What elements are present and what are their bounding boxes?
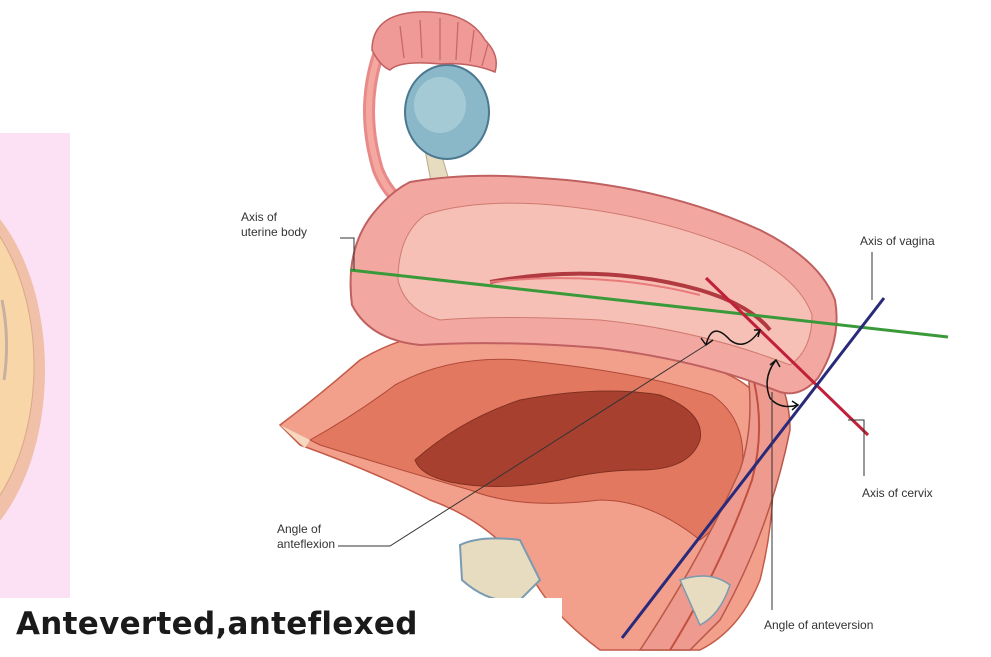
label-axis-uterine-body: Axis of uterine body [241,210,307,240]
caption: Anteverted,anteflexed [16,606,418,642]
label-axis-vagina: Axis of vagina [860,234,935,249]
label-angle-anteflexion: Angle of anteflexion [277,522,335,552]
label-axis-cervix: Axis of cervix [862,486,933,501]
label-angle-anteversion: Angle of anteversion [764,618,873,633]
label-axis-uterine-body-line1: Axis of [241,210,307,225]
label-angle-anteflexion-line2: anteflexion [277,537,335,552]
label-axis-uterine-body-line2: uterine body [241,225,307,240]
label-angle-anteflexion-line1: Angle of [277,522,335,537]
side-panel [0,133,70,598]
